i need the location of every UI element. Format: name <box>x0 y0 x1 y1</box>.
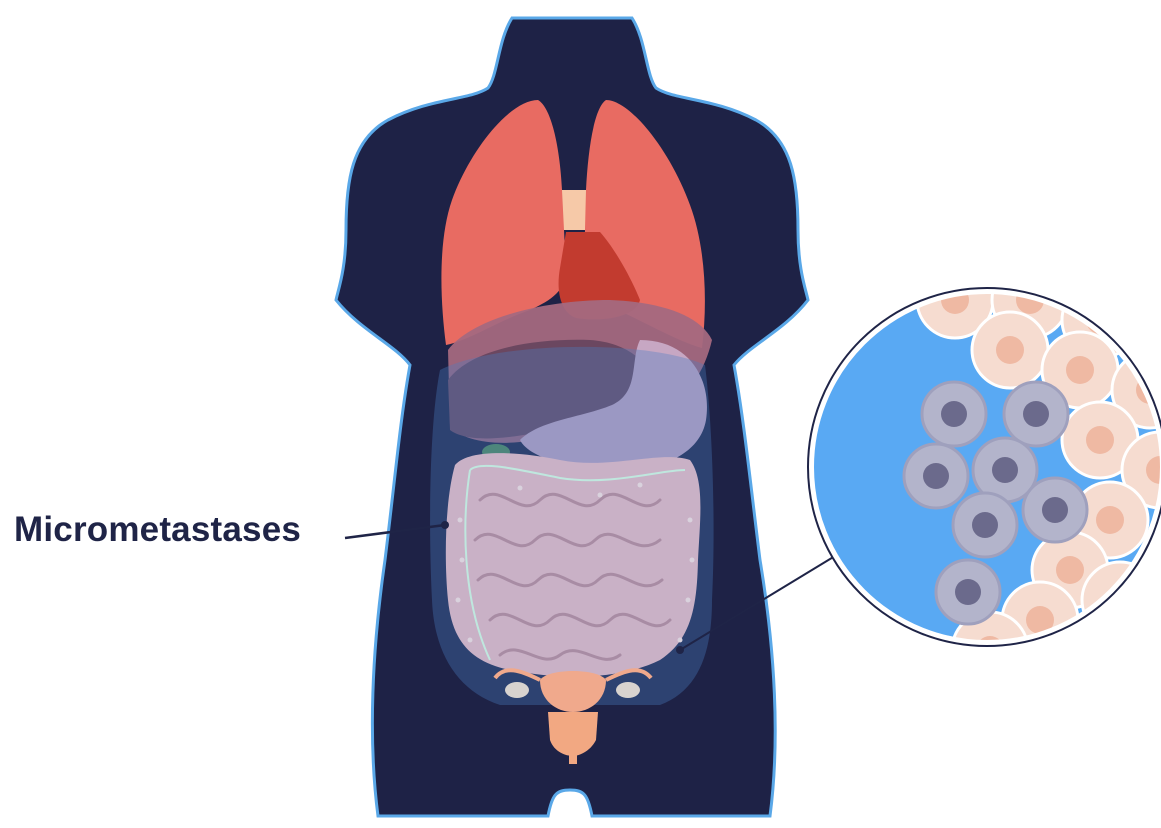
magnified-cells-view <box>808 262 1161 688</box>
micrometastases-dot <box>441 521 449 529</box>
micrometastases-label: Micrometastases <box>14 510 301 550</box>
intestines <box>446 453 701 676</box>
urethra <box>569 752 577 764</box>
magnifier-source-dot <box>676 646 684 654</box>
